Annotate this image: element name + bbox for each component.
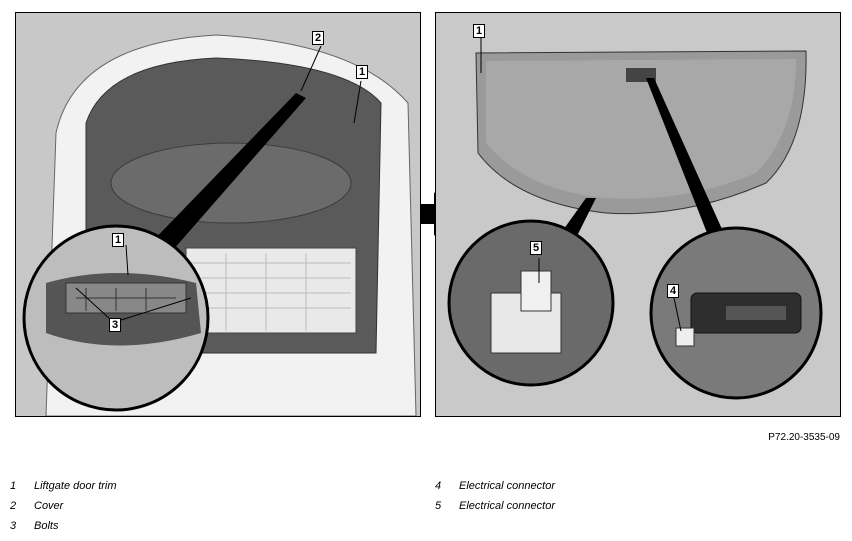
legend-row: 3 Bolts: [10, 520, 117, 540]
figure-code: P72.20-3535-09: [768, 432, 840, 443]
legend-num: 3: [10, 520, 17, 532]
legend-num: 2: [10, 500, 17, 512]
legend-text: Liftgate door trim: [34, 480, 117, 492]
callout-5: 5: [530, 241, 543, 255]
legend-text: Bolts: [34, 520, 59, 532]
liftgate-illustration: [16, 13, 420, 416]
legend-num: 5: [435, 500, 442, 512]
legend-text: Electrical connector: [459, 480, 555, 492]
legend-num: 4: [435, 480, 442, 492]
right-illustration-panel: 1 5 4: [435, 12, 841, 417]
callout-2: 2: [312, 31, 325, 45]
legend-text: Electrical connector: [459, 500, 555, 512]
legend-row: 5 Electrical connector: [435, 500, 555, 520]
callout-4: 4: [667, 284, 680, 298]
legend-text: Cover: [34, 500, 64, 512]
callout-3: 3: [109, 318, 122, 332]
legend-row: 1 Liftgate door trim: [10, 480, 117, 500]
legend-left: 1 Liftgate door trim 2 Cover 3 Bolts: [10, 480, 117, 540]
callout-1: 1: [473, 24, 486, 38]
legend-num: 1: [10, 480, 17, 492]
legend-row: 2 Cover: [10, 500, 117, 520]
left-illustration-panel: 2 1 1 3: [15, 12, 421, 417]
callout-1-zoom: 1: [112, 233, 125, 247]
legend-row: 4 Electrical connector: [435, 480, 555, 500]
trim-removed-illustration: [436, 13, 840, 416]
callout-1: 1: [356, 65, 369, 79]
